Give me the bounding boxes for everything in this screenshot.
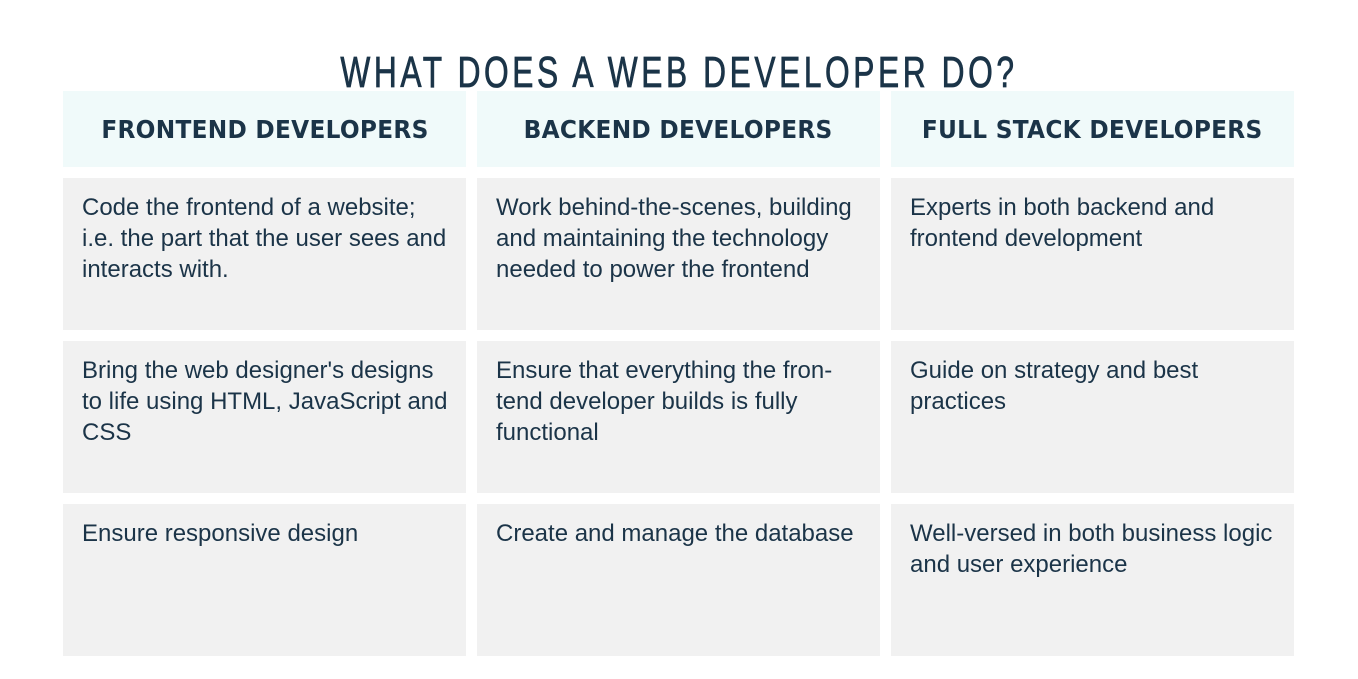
cell-text: Create and manage the database (496, 520, 854, 547)
cell-text: Code the frontend of a website; i.e. the… (82, 194, 447, 283)
cell-text: Well-versed in both business logic and u… (910, 520, 1273, 578)
cell-text: Guide on strategy and best practices (910, 357, 1199, 415)
developer-comparison-grid: FRONTEND DEVELOPERS Code the frontend of… (63, 91, 1294, 656)
column-header-label: FRONTEND DEVELOPERS (100, 114, 429, 144)
column-fullstack: FULL STACK DEVELOPERS Experts in both ba… (891, 91, 1294, 656)
column-backend: BACKEND DEVELOPERS Work behind-the-scene… (477, 91, 880, 656)
cell-text: Experts in both backend and frontend dev… (910, 194, 1215, 252)
column-header-backend: BACKEND DEVELOPERS (477, 91, 880, 167)
cell-fullstack-2: Guide on strategy and best practices (891, 341, 1294, 493)
cell-backend-1: Work behind-the-scenes, building and mai… (477, 178, 880, 330)
cell-fullstack-1: Experts in both backend and frontend dev… (891, 178, 1294, 330)
cell-backend-2: Ensure that everything the fron-tend dev… (477, 341, 880, 493)
column-header-frontend: FRONTEND DEVELOPERS (63, 91, 466, 167)
cell-fullstack-3: Well-versed in both business logic and u… (891, 504, 1294, 656)
column-header-fullstack: FULL STACK DEVELOPERS (891, 91, 1294, 167)
cell-text: Work behind-the-scenes, building and mai… (496, 194, 852, 283)
cell-text: Bring the web designer's designs to life… (82, 357, 448, 446)
cell-text: Ensure responsive design (82, 520, 359, 547)
column-frontend: FRONTEND DEVELOPERS Code the frontend of… (63, 91, 466, 656)
cell-frontend-3: Ensure responsive design (63, 504, 466, 656)
page-title: WHAT DOES A WEB DEVELOPER DO? (340, 48, 1018, 98)
cell-text: Ensure that everything the fron-tend dev… (496, 357, 833, 446)
cell-frontend-1: Code the frontend of a website; i.e. the… (63, 178, 466, 330)
cell-backend-3: Create and manage the database (477, 504, 880, 656)
column-header-label: BACKEND DEVELOPERS (524, 114, 833, 144)
column-header-label: FULL STACK DEVELOPERS (922, 114, 1263, 144)
cell-frontend-2: Bring the web designer's designs to life… (63, 341, 466, 493)
